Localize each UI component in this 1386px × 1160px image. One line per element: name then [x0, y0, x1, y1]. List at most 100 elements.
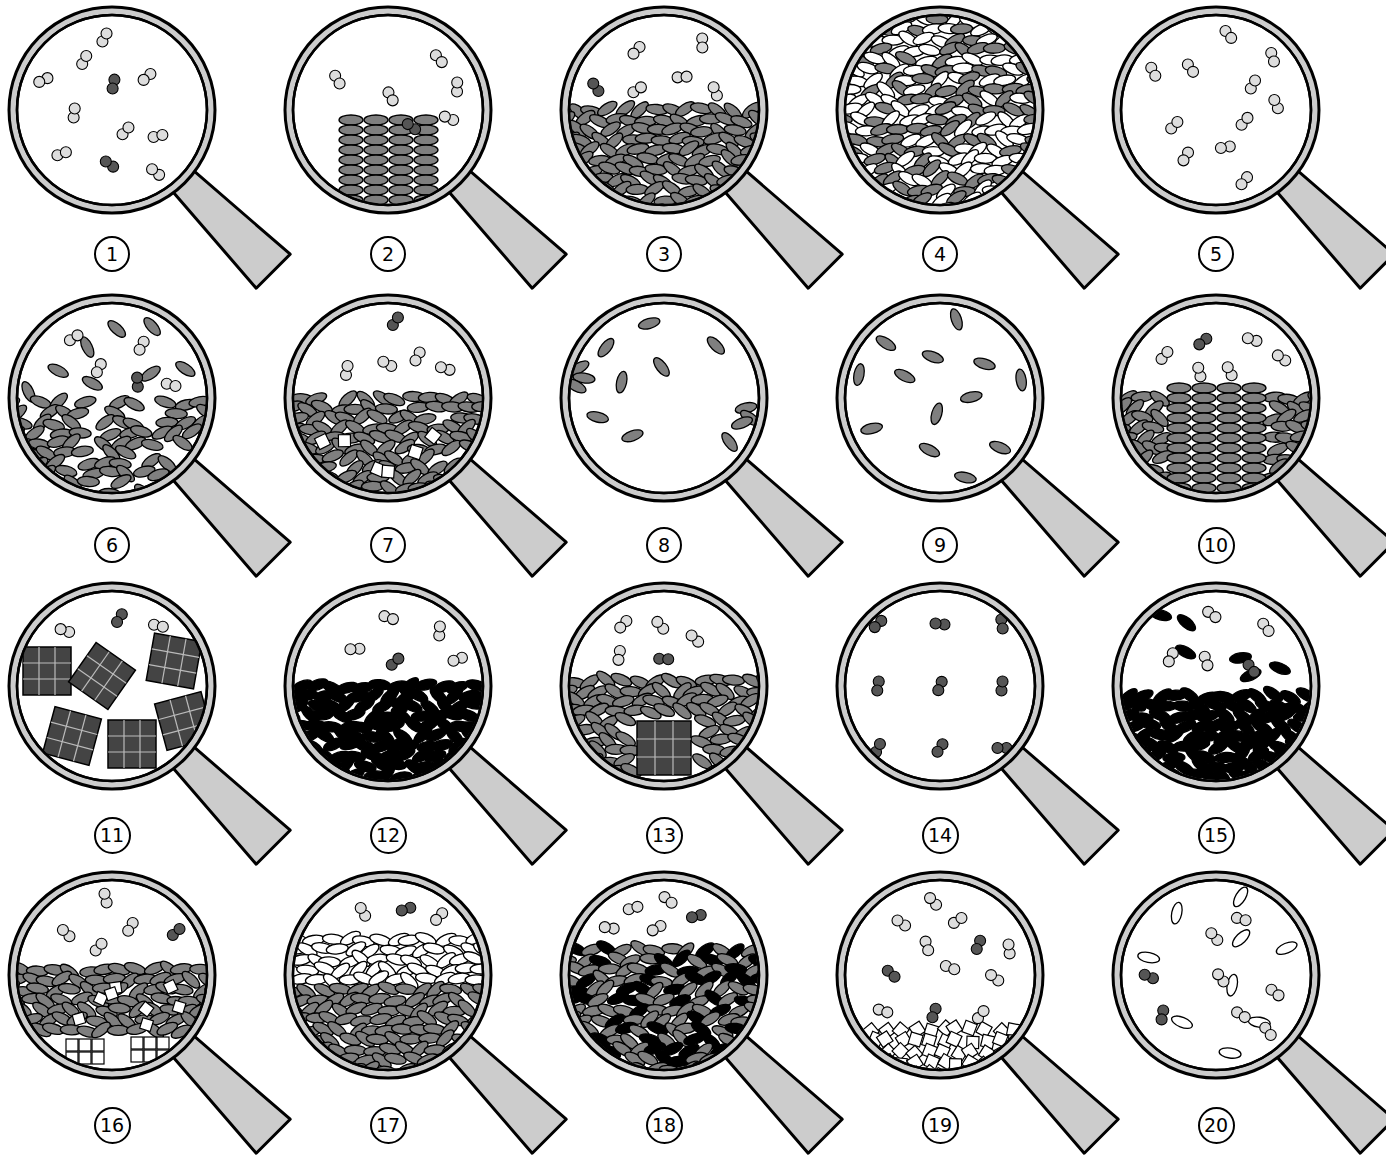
particle [545, 102, 569, 119]
particle [204, 1001, 228, 1020]
particle [566, 749, 589, 771]
solute-square [131, 1037, 143, 1049]
molecule-atom [60, 147, 71, 158]
particle [470, 1043, 494, 1061]
particle [467, 1033, 490, 1044]
magnifier [270, 583, 566, 864]
particle [562, 161, 586, 180]
solute-square [66, 1039, 78, 1051]
particle [759, 944, 782, 956]
particle [364, 165, 388, 175]
molecule-atom [100, 156, 111, 167]
molecule-atom [708, 82, 719, 93]
particle [482, 993, 506, 1010]
particle [414, 135, 438, 145]
particle [832, 10, 856, 27]
particle [1217, 413, 1241, 423]
solute-square [144, 1037, 156, 1049]
particle [751, 763, 774, 774]
particle [575, 191, 599, 207]
particle [198, 1016, 220, 1027]
particle [929, 402, 945, 426]
solute-square [79, 1039, 91, 1051]
particle [478, 467, 502, 488]
magnifier-lens [1121, 591, 1311, 781]
molecule-atom [101, 28, 112, 39]
magnifier-rim [285, 295, 491, 501]
particle [1167, 453, 1191, 463]
particle [448, 778, 472, 793]
particle [973, 356, 997, 372]
particle [722, 674, 745, 686]
molecule-atom [874, 738, 885, 749]
particle [1000, 20, 1024, 38]
particle [969, 200, 993, 221]
particle [339, 135, 363, 145]
particle [1167, 393, 1191, 403]
particle [342, 706, 366, 722]
magnifier-lens-edge [17, 303, 207, 493]
molecule-atom [387, 95, 398, 106]
molecule-atom [1268, 56, 1279, 67]
particles [852, 307, 1028, 484]
particle [306, 1049, 330, 1069]
particle [1097, 472, 1121, 487]
molecule-atom [147, 164, 158, 175]
magnifier-rim [837, 7, 1043, 213]
particle [298, 1059, 322, 1079]
molecule-atom [157, 129, 168, 140]
particle [970, 3, 994, 18]
particle [750, 150, 774, 169]
particle [336, 491, 359, 502]
particle [288, 1051, 311, 1073]
molecule-atom [1202, 660, 1213, 671]
particle [478, 933, 501, 947]
particle [1267, 478, 1291, 498]
particle [833, 50, 856, 72]
particle [387, 492, 411, 506]
molecule-atom [34, 76, 45, 87]
particle [376, 1064, 400, 1078]
particle [822, 139, 846, 160]
particle [1102, 724, 1125, 746]
particle [547, 181, 571, 197]
particle [1023, 11, 1047, 26]
particle [479, 720, 502, 733]
particle [1309, 431, 1331, 441]
particle [1298, 439, 1322, 457]
particle [270, 968, 293, 990]
particle [389, 185, 413, 195]
particle [834, 172, 858, 189]
magnifier-lens-edge [293, 880, 483, 1070]
particle [1009, 192, 1033, 210]
particle [471, 748, 495, 764]
molecule-atom [132, 372, 143, 383]
molecule-atom [992, 742, 1003, 753]
particle [172, 478, 194, 488]
particle [439, 479, 463, 500]
particle [310, 770, 333, 781]
particles [270, 312, 507, 509]
particle [1307, 706, 1331, 723]
particle [302, 486, 326, 507]
molecule-atom [72, 330, 83, 341]
particle [364, 175, 388, 185]
particle [910, 190, 934, 210]
particle [1167, 403, 1191, 413]
particle [1192, 463, 1216, 473]
particle [854, 183, 877, 195]
particles [564, 316, 762, 454]
particle [271, 1054, 294, 1065]
particle [950, 23, 973, 34]
molecule-atom [1263, 625, 1274, 636]
molecule-atom [697, 42, 708, 53]
particle [455, 1042, 479, 1059]
particle [163, 487, 185, 498]
particle [1309, 468, 1333, 488]
magnifier-lens-edge [293, 303, 483, 493]
particles [546, 892, 782, 1082]
magnifier-lens-edge [1121, 15, 1311, 205]
magnifier [1098, 583, 1386, 864]
magnifier-rim [285, 583, 491, 789]
chocolate-bar [155, 692, 214, 751]
